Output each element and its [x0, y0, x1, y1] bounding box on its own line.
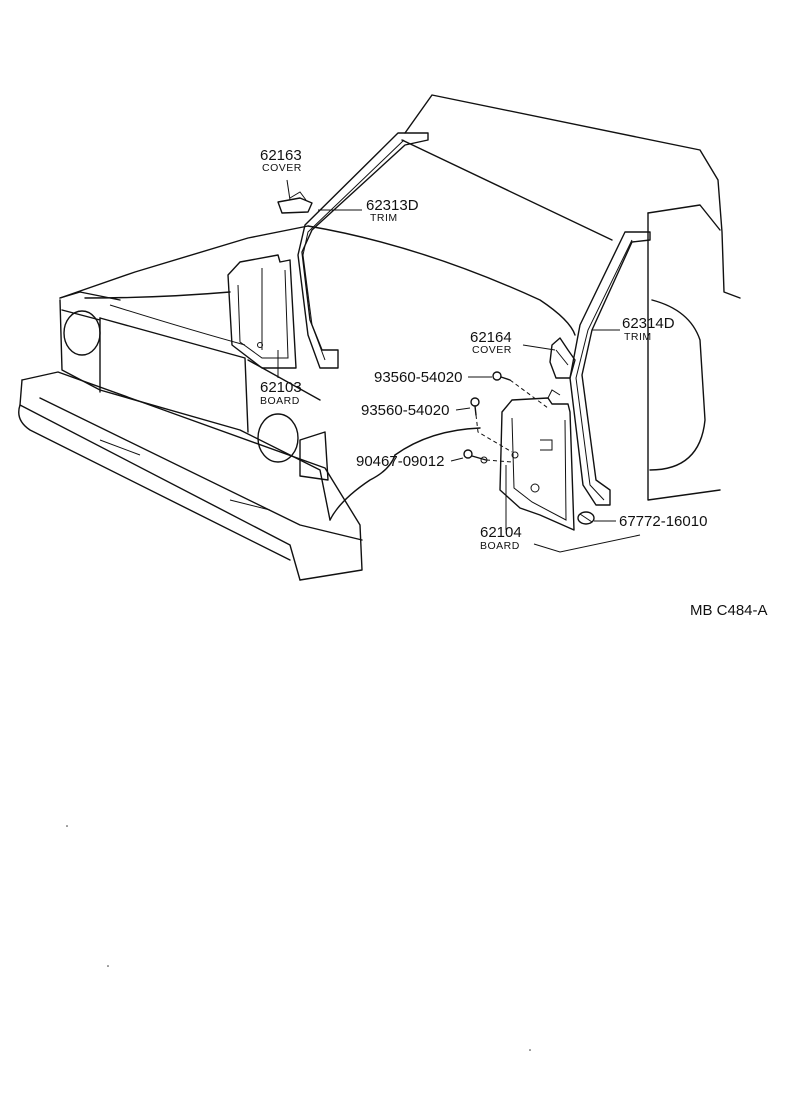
cover-right-part-number: 62164 — [470, 329, 512, 346]
cover-right-part — [549, 337, 576, 379]
trim-left-part-name: TRIM — [370, 212, 398, 224]
callout-screw-a: 93560-54020 — [374, 369, 462, 386]
cover-left-part — [277, 191, 313, 214]
trim-left-part — [297, 132, 429, 369]
callout-trim-left: 62313D TRIM — [366, 197, 419, 224]
fastener-grommet — [577, 511, 595, 525]
cover-left-part-name: COVER — [262, 162, 302, 174]
board-right-part-name: BOARD — [480, 540, 520, 552]
board-left-part — [227, 254, 297, 369]
trim-left-part-number: 62313D — [366, 197, 419, 214]
callout-screw-b: 93560-54020 — [361, 402, 449, 419]
screw-a-part-number: 93560-54020 — [374, 369, 462, 386]
cover-right-part-name: COVER — [472, 344, 512, 356]
fastener-clip — [463, 449, 488, 464]
board-left-part-name: BOARD — [260, 395, 300, 407]
trim-right-part-number: 62314D — [622, 315, 675, 332]
board-right-part-number: 62104 — [480, 524, 522, 541]
callout-grommet: 67772-16010 — [619, 513, 707, 530]
trim-right-part-name: TRIM — [624, 331, 652, 343]
callout-trim-right: 62314D TRIM — [622, 315, 675, 343]
callout-clip: 90467-09012 — [356, 453, 444, 470]
trim-right-part — [569, 231, 651, 506]
board-right-part — [499, 389, 575, 531]
install-dashes — [475, 379, 549, 463]
callout-cover-right: 62164 COVER — [470, 329, 512, 356]
cover-left-part-number: 62163 — [260, 147, 302, 164]
callout-board-right: 62104 BOARD — [480, 524, 522, 552]
callout-board-left: 62103 BOARD — [260, 379, 302, 407]
scan-specks — [66, 825, 531, 1051]
grommet-part-number: 67772-16010 — [619, 513, 707, 530]
leader-lines — [277, 179, 641, 553]
clip-part-number: 90467-09012 — [356, 453, 444, 470]
vehicle-outline — [18, 94, 741, 581]
fastener-screw-b — [470, 397, 480, 416]
board-left-part-number: 62103 — [260, 379, 302, 396]
callout-cover-left: 62163 COVER — [260, 147, 302, 174]
figure-code: MB C484-A — [690, 602, 768, 619]
fastener-screw-a — [492, 371, 511, 381]
screw-b-part-number: 93560-54020 — [361, 402, 449, 419]
